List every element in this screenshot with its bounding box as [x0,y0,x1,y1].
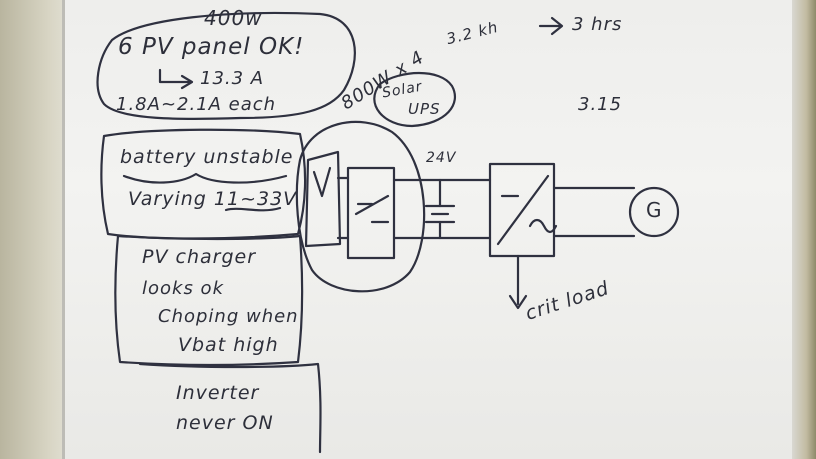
note-400w: 400w [204,6,263,30]
voltage-range: Varying 11~33V [128,188,298,210]
inverter-note-box [138,362,322,454]
ratio-note: 3.15 [578,94,623,115]
inverter-line-1: Inverter [176,382,260,404]
inverter-line-2: never ON [176,412,274,434]
pv-charger-line-1: PV charger [142,246,256,268]
charger-symbol [346,166,396,260]
charger-note-box [114,234,304,367]
generator-label: G [646,198,663,222]
pv-note-outline [96,11,356,121]
pv-panel-symbol [304,150,342,248]
solar-ups-label-2: UPS [408,100,441,118]
solar-ups-circle [373,71,456,128]
current-each: 1.8A~2.1A each [116,94,277,115]
whiteboard [62,0,809,459]
battery-status: battery unstable [120,146,294,168]
duration-estimate: 3 hrs [572,14,623,35]
generator-symbol [628,186,680,238]
pv-charger-line-4: Vbat high [178,334,279,356]
pv-charger-line-3: Choping when [158,306,299,327]
charger-oval [295,120,426,293]
current-total: 13.3 A [200,68,265,89]
battery-note-box [100,128,307,240]
whiteboard-frame [792,0,816,459]
pv-charger-line-2: looks ok [142,278,224,299]
pv-panel-status: 6 PV panel OK! [118,34,305,60]
battery-voltage-label: 24V [426,150,457,166]
inverter-symbol [488,162,556,258]
